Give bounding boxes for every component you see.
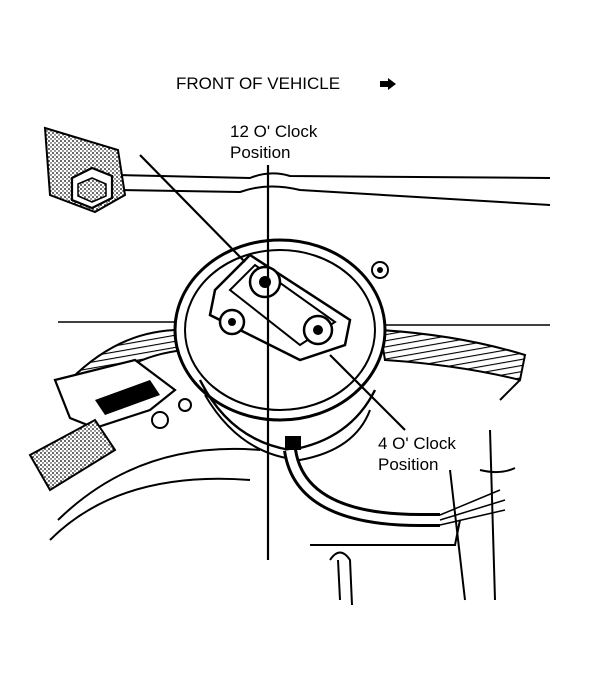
pointer-line-4-oclock [329, 354, 406, 431]
pickup-cable [283, 436, 516, 527]
wiring-harness-right [378, 328, 527, 382]
electrical-connector [28, 358, 192, 492]
four-oclock-label: 4 O' Clock [378, 434, 456, 453]
upper-rail [117, 172, 551, 206]
twelve-oclock-position-label: Position [230, 143, 291, 162]
front-of-vehicle-label: FRONT OF VEHICLE [176, 74, 341, 93]
twelve-oclock-label: 12 O' Clock [230, 122, 318, 141]
pointer-line-rotor [139, 154, 246, 263]
rotor-assembly [208, 253, 352, 362]
fender-curve [49, 447, 261, 541]
right-arrow-icon [380, 78, 396, 90]
mounting-bracket [310, 379, 521, 606]
engine-lines [58, 321, 550, 326]
four-oclock-position-label: Position [378, 455, 439, 474]
bolt-head [43, 126, 127, 214]
